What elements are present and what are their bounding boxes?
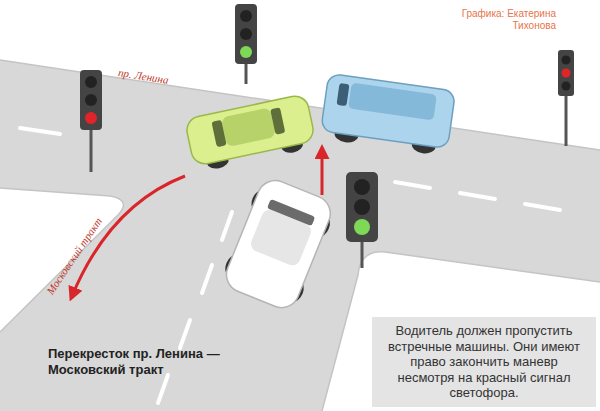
lane-dash — [460, 193, 495, 199]
lamp — [354, 179, 370, 195]
blue-car — [320, 73, 456, 156]
light-housing — [558, 50, 574, 96]
lamp — [85, 76, 97, 88]
lane-dash — [525, 204, 560, 210]
car-window — [270, 107, 285, 135]
white-car — [218, 174, 338, 314]
car-body — [321, 73, 456, 148]
traffic-light — [346, 172, 378, 268]
car-window — [267, 199, 315, 226]
car-roof — [348, 83, 437, 121]
car-roof — [221, 107, 276, 147]
car-body — [221, 175, 336, 313]
note-box: Водитель должен пропустить встречные маш… — [372, 317, 596, 407]
lamp — [562, 56, 571, 65]
lane-dash — [395, 182, 430, 188]
lamp-red — [85, 112, 97, 124]
car-body — [184, 94, 315, 167]
lamp — [354, 199, 370, 215]
lamp — [562, 82, 571, 91]
light-housing — [80, 70, 102, 130]
lamp-green — [240, 46, 252, 58]
lane-dash — [20, 128, 60, 134]
road-surface — [0, 60, 600, 411]
note-text: Водитель должен пропустить встречные маш… — [380, 323, 588, 401]
traffic-light — [558, 50, 574, 146]
traffic-light — [235, 4, 257, 84]
curb-left — [0, 188, 123, 332]
pole — [245, 62, 248, 84]
light-housing — [346, 172, 378, 242]
car-window — [211, 120, 226, 148]
curb-right — [322, 252, 600, 411]
lane-dash — [180, 320, 190, 348]
green-car — [184, 94, 317, 174]
straight-arrow — [321, 150, 324, 195]
lane-dash — [158, 375, 168, 403]
pole — [361, 240, 364, 268]
lamp-red — [562, 69, 571, 78]
light-housing — [235, 4, 257, 64]
intersection-title: Перекресток пр. Ленина — Московский трак… — [48, 346, 248, 377]
pole — [565, 95, 568, 146]
car-window — [337, 83, 350, 106]
credit-note: Графика: Екатерина Тихонова — [444, 8, 556, 32]
lane-dash — [222, 212, 232, 240]
lamp-green — [354, 219, 370, 235]
traffic-light — [80, 70, 102, 172]
lamp — [240, 10, 252, 22]
lamp — [85, 94, 97, 106]
lamp — [240, 28, 252, 40]
lane-dash — [202, 265, 212, 293]
pole — [90, 128, 93, 172]
